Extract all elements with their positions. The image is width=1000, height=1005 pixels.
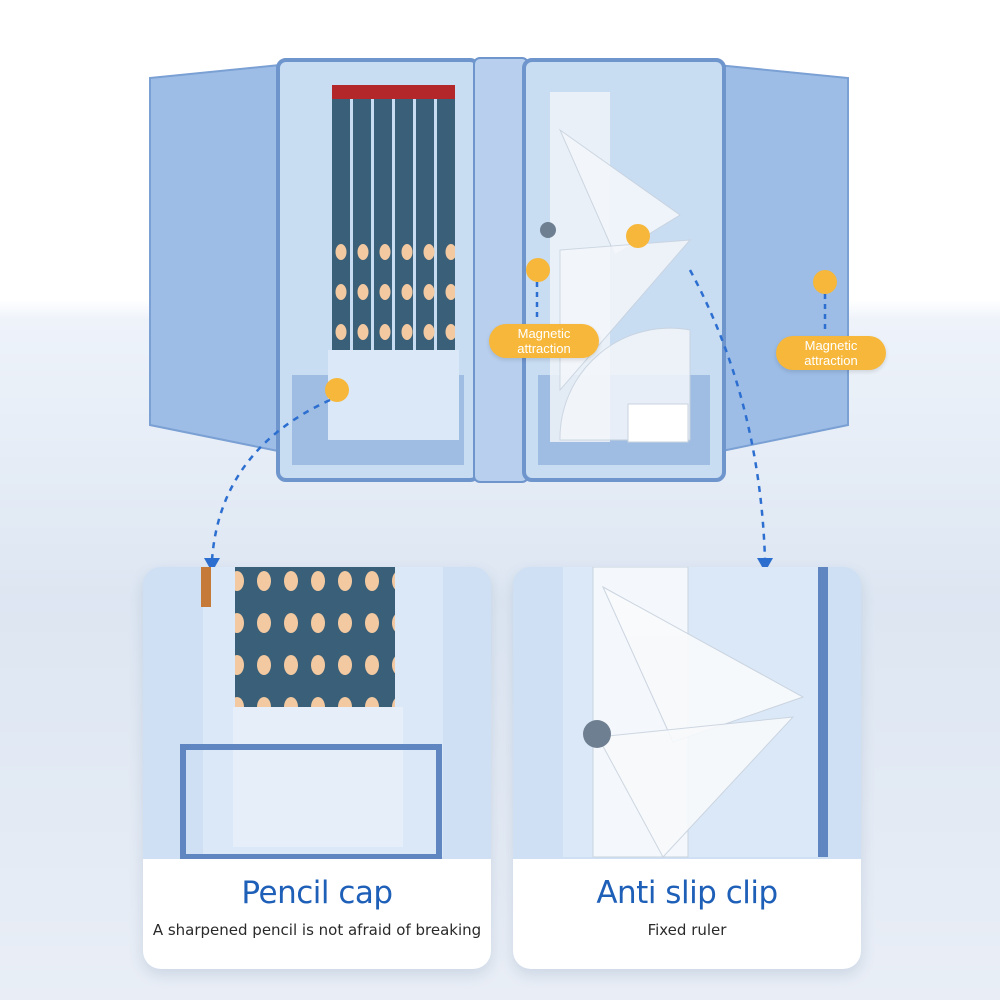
callout-line-1: Magnetic [804,338,858,353]
arrow-head-right-icon [757,558,773,572]
dashed-arrow-left [210,398,331,561]
arrow-head-left-icon [204,558,220,572]
pencil-set [328,85,459,440]
card-subtitle: Fixed ruler [647,921,727,939]
card-title: Pencil cap [241,875,393,911]
magnet-point-3 [626,224,650,248]
left-lid-panel [149,63,285,454]
right-lid-panel [716,63,849,454]
card-title: Anti slip clip [596,875,778,911]
callout-line-2: attraction [804,353,858,368]
ruler-set [540,92,692,443]
case-hinge [473,57,529,483]
callout-line-1: Magnetic [517,326,571,341]
magnet-point-2 [526,258,550,282]
card-caption: Pencil cap A sharpened pencil is not afr… [143,859,491,969]
callout-line-2: attraction [517,341,571,356]
feature-card-pencil-cap: Pencil cap A sharpened pencil is not afr… [143,567,491,969]
feature-card-anti-slip-clip: Anti slip clip Fixed ruler [513,567,861,969]
magnet-point-4 [813,270,837,294]
magnet-point-1 [325,378,349,402]
card-subtitle: A sharpened pencil is not afraid of brea… [152,921,482,939]
dashed-arrow-right [688,269,767,561]
card-caption: Anti slip clip Fixed ruler [513,859,861,969]
